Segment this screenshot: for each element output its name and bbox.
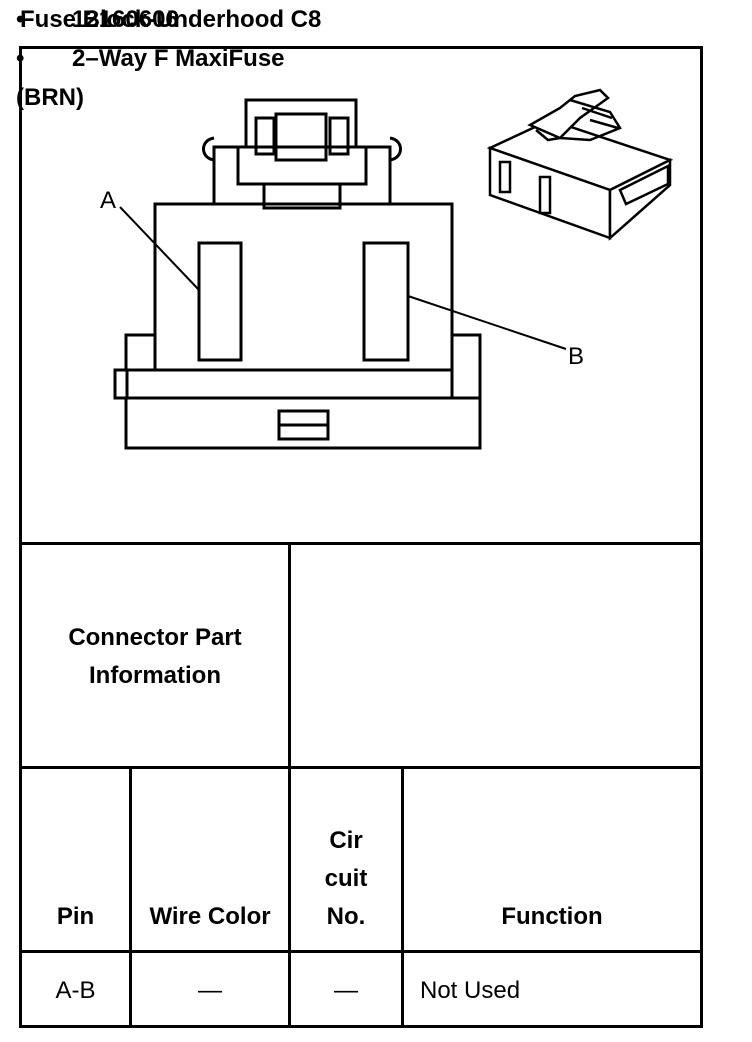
connector-part-label: Connector Part Information <box>68 623 242 689</box>
divider <box>401 766 404 1028</box>
cell-circuit-number: — <box>334 976 358 1004</box>
connector-part-details: • 12160606 • 2–Way F MaxiFuse (BRN) <box>0 0 410 117</box>
divider <box>288 542 291 1028</box>
bullet-icon: • <box>16 5 25 33</box>
header-pin: Pin <box>56 903 95 930</box>
connector-color: (BRN) <box>16 83 84 111</box>
divider <box>19 542 703 545</box>
list-item: • 2–Way F MaxiFuse <box>0 39 410 78</box>
cell-pin: A-B <box>55 976 96 1004</box>
header-circuit-number: Cir cuit No. <box>324 827 368 930</box>
connector-isometric-view <box>486 88 674 241</box>
connector-diagram: A B <box>100 88 674 450</box>
connector-description: 2–Way F MaxiFuse <box>72 44 285 72</box>
header-wire-color: Wire Color <box>149 903 271 930</box>
callout-b-label: B <box>568 343 584 370</box>
list-item: (BRN) <box>0 78 410 117</box>
cell-wire-color: — <box>198 976 222 1004</box>
divider <box>129 766 132 1028</box>
header-function: Function <box>501 903 603 930</box>
list-item: • 12160606 <box>0 0 410 39</box>
cell-function: Not Used <box>420 976 521 1004</box>
connector-face-view <box>113 98 567 450</box>
divider <box>19 766 703 769</box>
part-number: 12160606 <box>72 5 179 33</box>
divider <box>19 950 703 953</box>
callout-a-label: A <box>100 187 116 214</box>
connector-frame <box>19 46 703 1028</box>
page-title: Fuse Block-Underhood C8 <box>20 6 322 33</box>
